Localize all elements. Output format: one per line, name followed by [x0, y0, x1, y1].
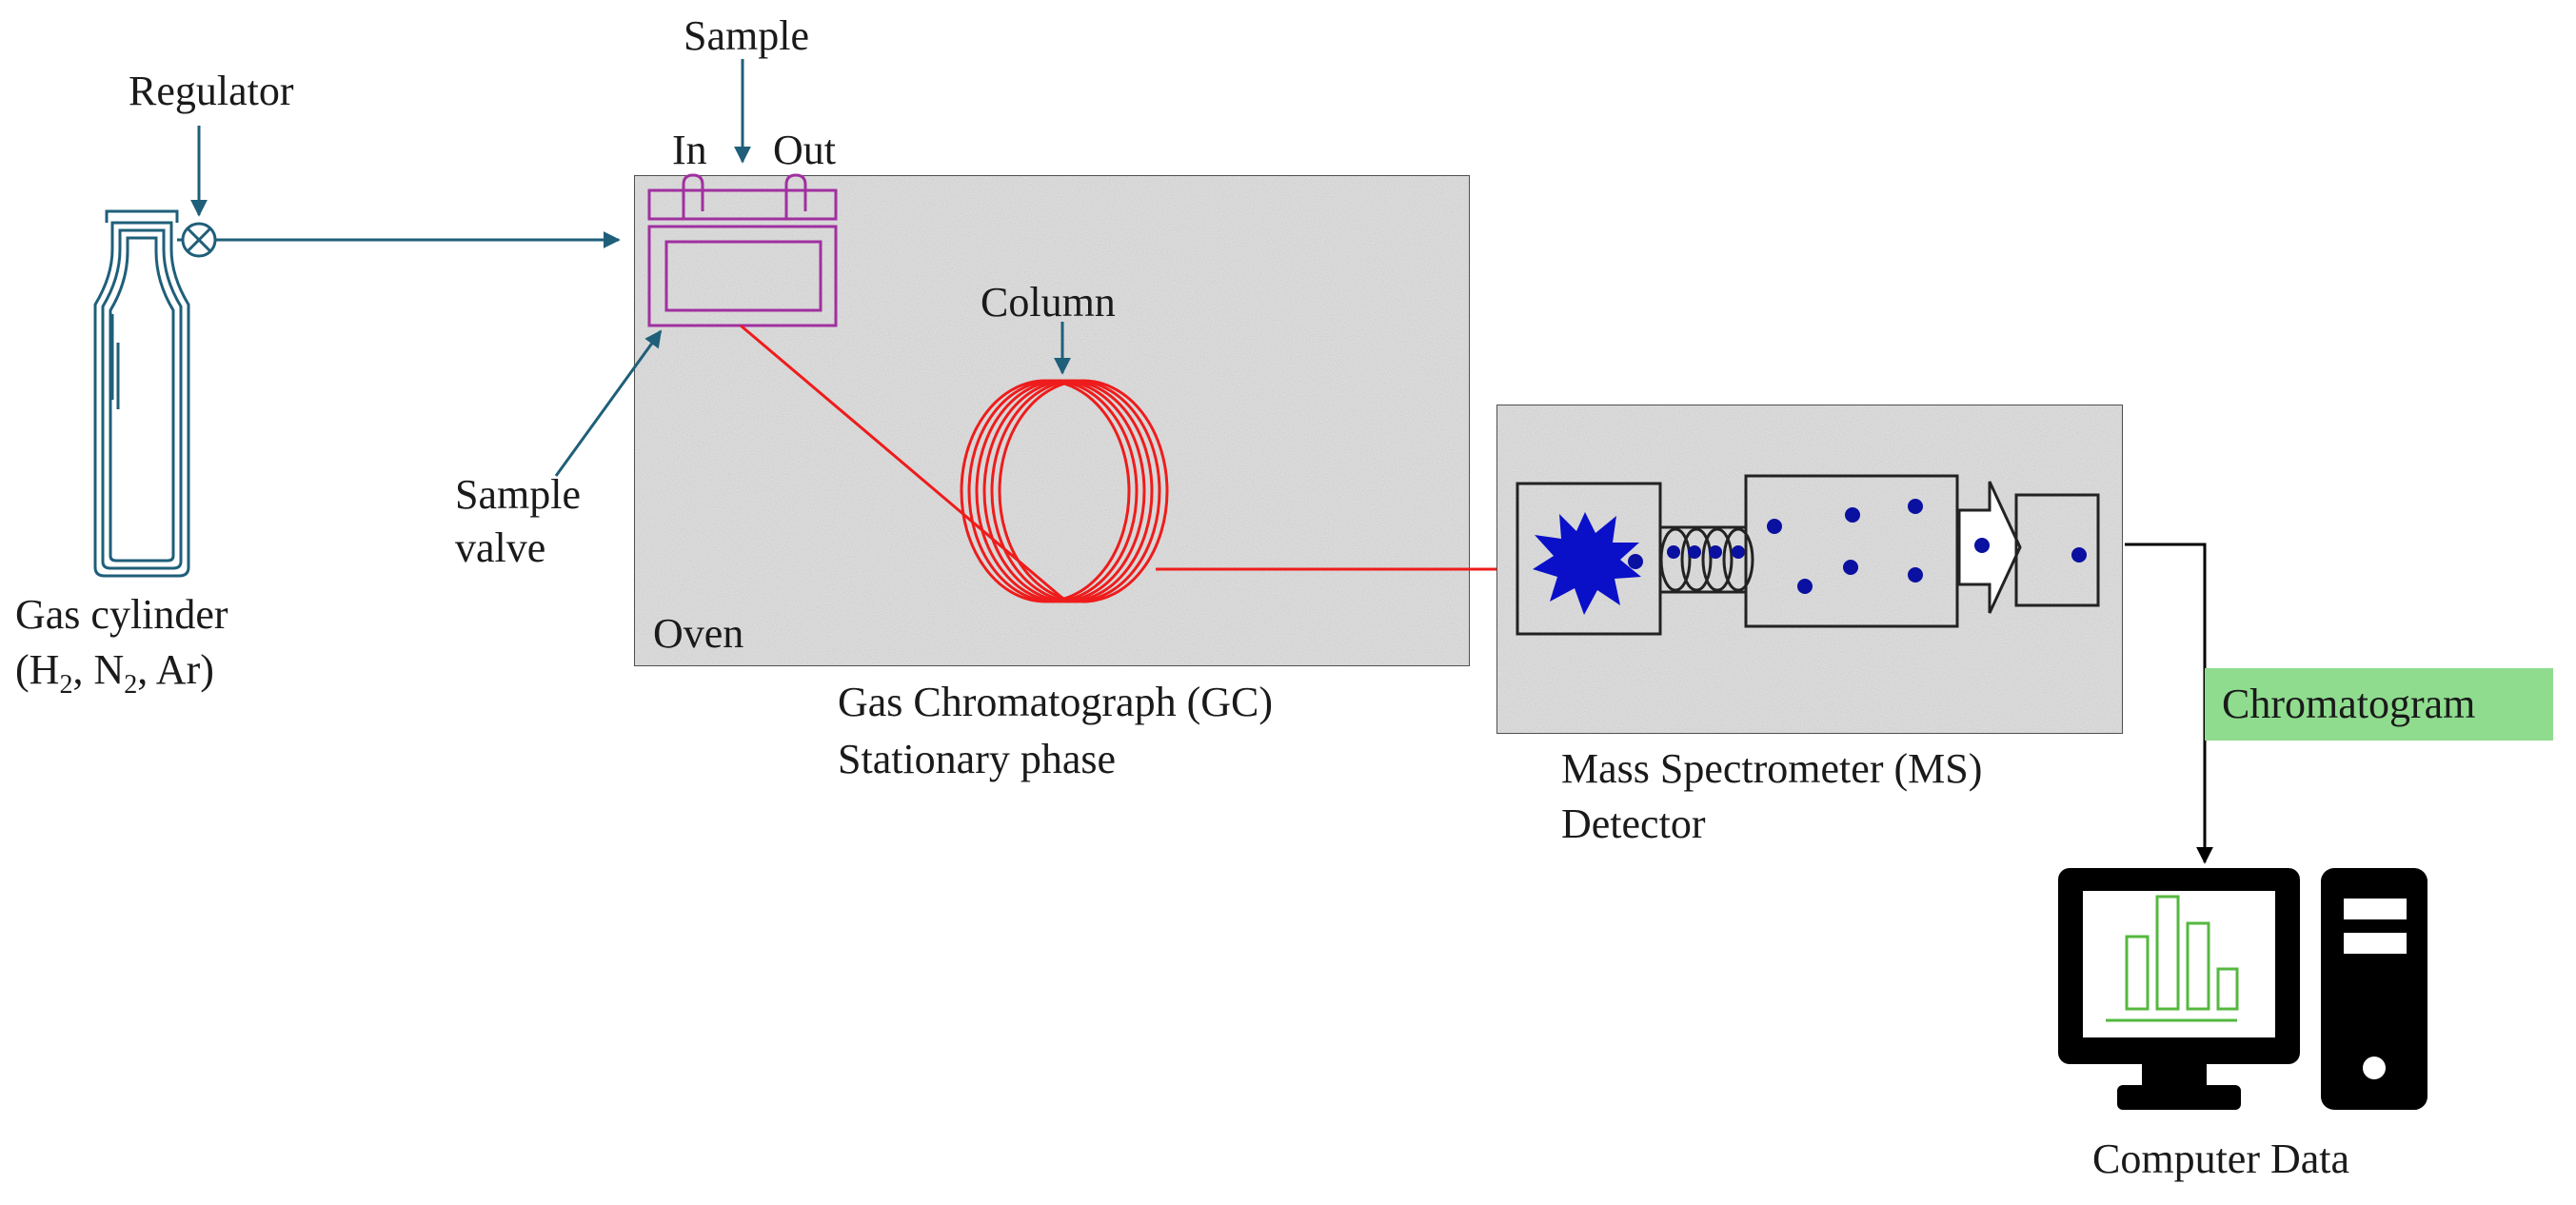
regulator-label: Regulator — [129, 68, 294, 114]
ion-burst-icon — [1533, 512, 1641, 615]
arrow-ion-dot — [1974, 538, 1990, 553]
gc-title-label: Gas Chromatograph (GC) — [838, 679, 1273, 725]
block-arrow-icon — [1957, 481, 2022, 614]
screen-bar-chart-icon — [2106, 895, 2239, 1022]
computer-data-label: Computer Data — [2092, 1136, 2349, 1182]
ion-dot — [1628, 554, 1643, 569]
gas-composition-label: (H2, N2, Ar) — [15, 646, 214, 700]
gas-cylinder-icon — [93, 209, 190, 578]
regulator-valve-icon — [181, 222, 217, 258]
sample-in-label: In — [672, 127, 707, 173]
sample-valve-label-line2: valve — [455, 524, 545, 571]
lens-ion-dots — [1667, 545, 1745, 559]
mass-analyzer-box — [1744, 474, 1959, 628]
gas-cylinder-label: Gas cylinder — [15, 591, 228, 638]
chromatogram-badge — [2205, 668, 2553, 741]
column-label: Column — [981, 279, 1116, 326]
detector-box — [2014, 493, 2100, 607]
detector-ion-dot — [2071, 547, 2087, 563]
ms-title-label: Mass Spectrometer (MS) — [1561, 745, 1982, 792]
sample-label: Sample — [684, 12, 809, 59]
sample-valve-label-line1: Sample — [455, 471, 581, 518]
column-coil-icon — [740, 324, 1496, 603]
sample-valve-icon — [647, 173, 838, 327]
computer-tower-icon — [2321, 868, 2427, 1110]
chromatogram-label: Chromatogram — [2222, 681, 2475, 727]
sample-valve-pointer — [554, 329, 663, 477]
analyzer-ion-dots — [1767, 499, 1923, 594]
sample-out-label: Out — [773, 127, 836, 173]
gc-subtitle-label: Stationary phase — [838, 736, 1116, 782]
ms-subtitle-label: Detector — [1561, 800, 1706, 847]
oven-label: Oven — [653, 610, 743, 657]
gc-oven-panel — [633, 174, 1471, 667]
signal-line — [2125, 543, 2213, 864]
